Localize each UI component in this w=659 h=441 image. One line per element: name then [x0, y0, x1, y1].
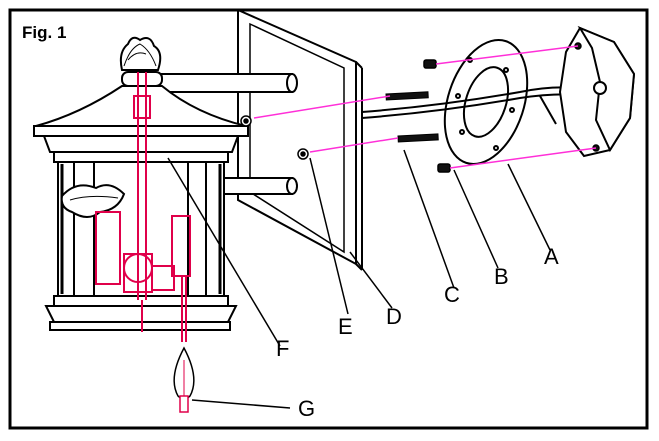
threaded-rods [385, 91, 439, 143]
lantern-arm [149, 73, 298, 195]
callout-D: D [386, 304, 402, 329]
figure-title: Fig. 1 [22, 23, 66, 42]
callout-A: A [544, 244, 559, 269]
callout-leaders [167, 149, 551, 409]
callout-F: F [276, 336, 289, 361]
callout-B: B [494, 264, 509, 289]
callout-C: C [444, 282, 460, 307]
mounting-strap [443, 39, 529, 165]
callout-G: G [298, 396, 315, 421]
callout-E: E [338, 314, 353, 339]
cap-nuts [240, 115, 309, 160]
outlet-box [558, 25, 636, 158]
lantern-body [33, 36, 249, 331]
alignment-lines [253, 45, 597, 169]
light-bulb [173, 346, 195, 413]
socket-assembly [95, 72, 191, 342]
